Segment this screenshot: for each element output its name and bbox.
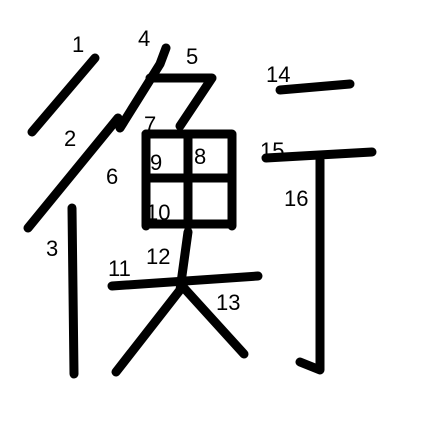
stroke-13 bbox=[179, 283, 249, 359]
stroke-number-2: 2 bbox=[64, 126, 77, 151]
stroke-number-12: 12 bbox=[146, 244, 171, 269]
stroke-number-11: 11 bbox=[108, 256, 131, 281]
stroke-number-3: 3 bbox=[46, 236, 59, 261]
stroke-number-15: 15 bbox=[260, 138, 285, 163]
stroke-number-8: 8 bbox=[194, 144, 207, 169]
stroke-1 bbox=[27, 53, 100, 137]
stroke-14 bbox=[275, 79, 355, 95]
stroke-number-16: 16 bbox=[284, 186, 309, 211]
stroke-4 bbox=[115, 43, 171, 133]
stroke-number-14: 14 bbox=[266, 62, 291, 87]
stroke-number-6: 6 bbox=[106, 164, 119, 189]
stroke-3 bbox=[67, 203, 79, 379]
stroke-number-7: 7 bbox=[144, 112, 157, 137]
stroke-number-10: 10 bbox=[146, 200, 171, 225]
stroke-5 bbox=[145, 73, 217, 131]
stroke-number-4: 4 bbox=[138, 26, 151, 51]
stroke-15 bbox=[261, 147, 377, 163]
stroke-number-9: 9 bbox=[150, 150, 163, 175]
stroke-2 bbox=[23, 113, 123, 233]
stroke-number-5: 5 bbox=[186, 44, 199, 69]
stroke-number-13: 13 bbox=[216, 290, 241, 315]
stroke-7 bbox=[141, 129, 237, 231]
stroke-number-1: 1 bbox=[72, 32, 85, 57]
stroke-16 bbox=[295, 155, 325, 375]
